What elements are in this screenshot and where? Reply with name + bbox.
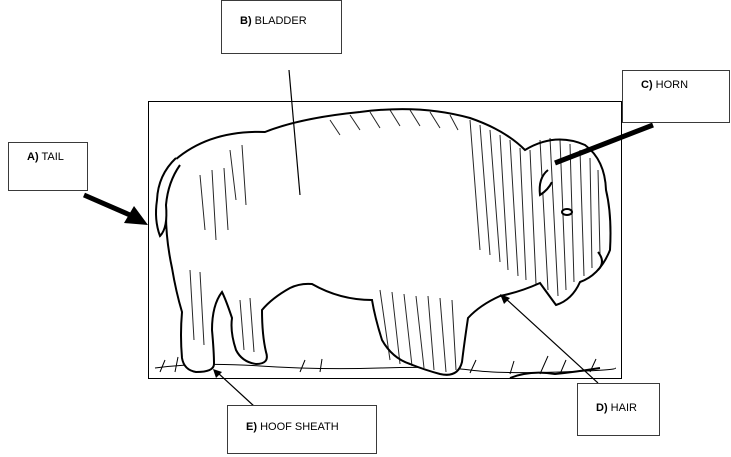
label-horn-text: HORN <box>656 79 688 91</box>
hoof-arrow-head <box>213 369 222 378</box>
label-horn-letter: C) <box>641 79 653 91</box>
hoof-leader-line <box>218 373 255 407</box>
label-bladder-letter: B) <box>240 15 252 27</box>
ground-grass <box>155 356 615 378</box>
label-tail: A) TAIL <box>8 142 88 191</box>
label-hoof-text: HOOF SHEATH <box>260 421 339 433</box>
hair-leader-line <box>505 298 598 383</box>
label-hair-text: HAIR <box>611 402 637 414</box>
tail-arrow-line <box>84 195 130 215</box>
label-hoof-sheath: E) HOOF SHEATH <box>227 405 377 454</box>
label-bladder: B) BLADDER <box>221 0 342 54</box>
label-tail-letter: A) <box>27 151 39 163</box>
label-tail-text: TAIL <box>41 151 63 163</box>
label-bladder-text: BLADDER <box>255 15 307 27</box>
label-hoof-letter: E) <box>246 421 257 433</box>
label-hair: D) HAIR <box>577 383 660 436</box>
label-hair-letter: D) <box>596 402 608 414</box>
label-horn: C) HORN <box>622 70 730 123</box>
bison-body <box>165 109 610 375</box>
